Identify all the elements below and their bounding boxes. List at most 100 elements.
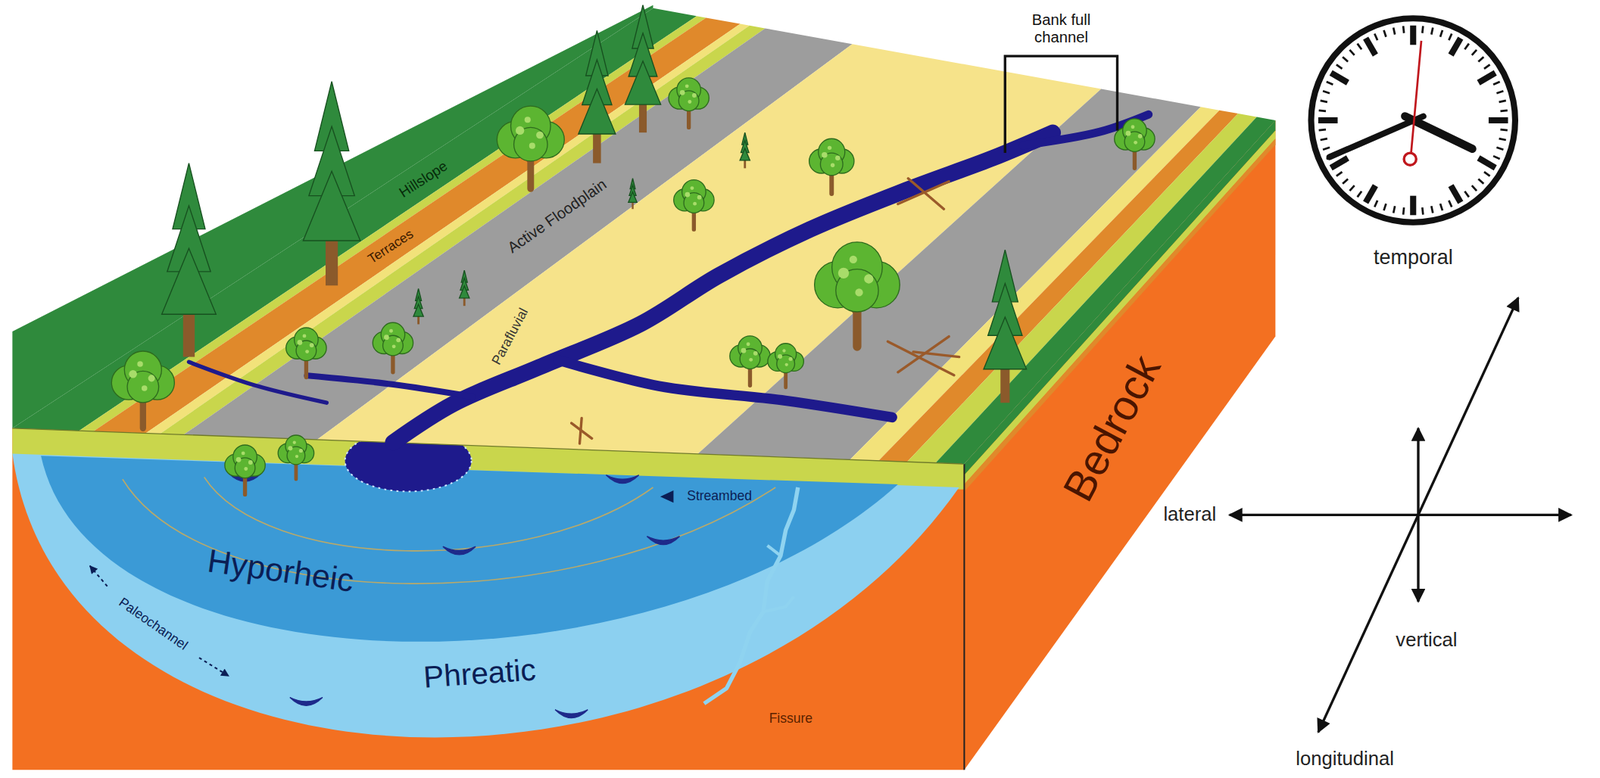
- leaf-highlight: [248, 460, 253, 465]
- clock-icon: [1311, 18, 1516, 222]
- tree-trunk: [183, 308, 195, 358]
- woody-debris: [579, 417, 582, 444]
- clock-tick: [1319, 128, 1326, 132]
- deciduous-tree: [372, 322, 413, 372]
- clock-tick: [1366, 37, 1376, 55]
- clock-tick: [1499, 138, 1507, 141]
- tree-crown: [1124, 131, 1145, 153]
- leaf-highlight: [685, 84, 690, 88]
- leaf-highlight: [1125, 130, 1132, 137]
- clock-tick: [1320, 100, 1328, 103]
- leaf-highlight: [1131, 124, 1136, 129]
- clock-tick: [1319, 109, 1326, 113]
- leaf-highlight: [524, 116, 531, 123]
- axis-arrow: [1318, 297, 1519, 733]
- clock-tick: [1331, 158, 1348, 169]
- axis-arrow: [1229, 514, 1572, 517]
- tree-crown: [296, 340, 317, 362]
- leaf-highlight: [515, 126, 524, 135]
- clock-tick: [1440, 30, 1443, 38]
- leaf-highlight: [137, 361, 144, 368]
- hyporheic-flow-mark: [555, 710, 588, 719]
- fissure-crack: [767, 545, 781, 556]
- bracket: [1004, 56, 1117, 153]
- clock-tick: [1448, 200, 1452, 208]
- leaf-highlight: [297, 339, 303, 346]
- leaf-highlight: [684, 192, 690, 198]
- conifer-tree: [162, 163, 217, 358]
- clock-tick: [1472, 49, 1477, 56]
- clock-tick: [1488, 117, 1509, 124]
- side-channel: [558, 360, 893, 418]
- clock-tick: [1478, 72, 1496, 83]
- clock-tick: [1336, 171, 1343, 177]
- region-label: Parafluvial: [489, 305, 531, 368]
- bracket-label: Bank full channel: [1013, 11, 1108, 45]
- clock-tick: [1384, 30, 1387, 38]
- region-label: Streambed: [686, 489, 752, 505]
- leaf-highlight: [383, 334, 390, 340]
- axis-label: temporal: [1373, 246, 1454, 269]
- bedrock-face: [12, 428, 964, 771]
- clock-tick: [1402, 25, 1406, 33]
- clock-tick: [1402, 207, 1406, 215]
- second-hand: [1411, 40, 1422, 153]
- clock-tick: [1472, 185, 1477, 191]
- hyporheic-flow-mark: [442, 546, 476, 556]
- conifer-tree: [459, 270, 470, 306]
- pointer-arrow: [660, 490, 674, 503]
- deciduous-tree: [767, 343, 804, 388]
- clock-tick: [1493, 81, 1501, 85]
- leaf-highlight: [536, 131, 544, 140]
- tree-crown: [678, 90, 699, 112]
- deciduous-tree: [729, 336, 771, 386]
- clock-tick: [1440, 203, 1443, 211]
- clock-tick: [1326, 81, 1334, 85]
- hyporheic-flow-mark: [646, 536, 680, 546]
- conifer-tree: [983, 249, 1027, 403]
- region-label: Terraces: [364, 227, 416, 268]
- leaf-highlight: [309, 343, 315, 348]
- leaf-highlight: [287, 446, 293, 451]
- leaf-highlight: [827, 146, 832, 150]
- leaf-highlight: [236, 457, 242, 463]
- leaf-highlight: [830, 163, 835, 168]
- clock-tick: [1448, 34, 1452, 41]
- clock-tick: [1478, 158, 1496, 169]
- leaf-highlight: [789, 357, 793, 362]
- clock-tick: [1421, 207, 1425, 215]
- leaf-highlight: [243, 467, 248, 471]
- clock-tick: [1464, 43, 1470, 50]
- deciduous-tree: [224, 445, 266, 495]
- axes-icon: [1229, 297, 1572, 733]
- tree-trunk: [1000, 364, 1010, 404]
- clock-tick: [1357, 191, 1363, 198]
- tree-crown: [683, 193, 705, 214]
- zone-label: Hyporheic: [205, 543, 356, 600]
- leaf-highlight: [1138, 134, 1143, 139]
- leaf-highlight: [690, 186, 695, 191]
- leaf-highlight: [295, 455, 299, 459]
- zone-label: Bedrock: [1054, 348, 1170, 510]
- clock-tick: [1499, 100, 1507, 103]
- conifer-tree: [413, 288, 424, 325]
- leaf-highlight: [396, 337, 401, 343]
- conifer-tree: [739, 132, 750, 169]
- deciduous-tree: [1114, 118, 1155, 169]
- clock-tick: [1374, 34, 1378, 41]
- clock-tick: [1342, 179, 1348, 185]
- deciduous-tree: [809, 138, 855, 194]
- clock-tick: [1464, 191, 1470, 198]
- conifer-tree: [628, 178, 637, 209]
- clock-tick: [1450, 185, 1461, 203]
- tree-crown: [776, 355, 796, 374]
- tree-crown: [383, 335, 404, 356]
- clock-tick: [1331, 72, 1348, 83]
- deciduous-tree: [111, 351, 175, 429]
- leaf-highlight: [863, 274, 874, 284]
- conifer-tree: [624, 5, 661, 133]
- clock-tick: [1500, 128, 1507, 132]
- clock-tick: [1478, 179, 1484, 185]
- clock-tick: [1349, 49, 1354, 56]
